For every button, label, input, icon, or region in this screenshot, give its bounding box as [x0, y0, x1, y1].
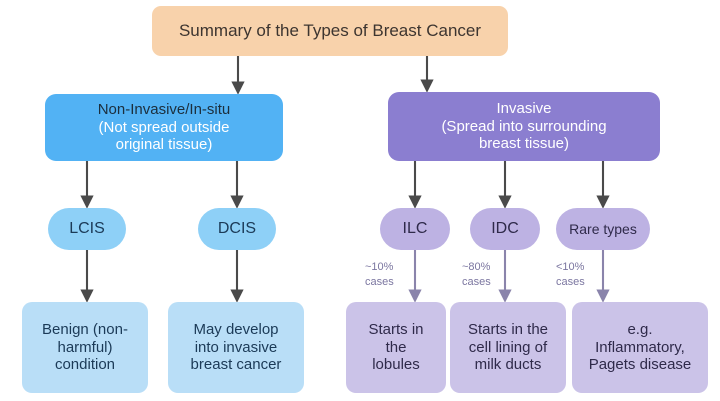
node-non-invasive: Non-Invasive/In-situ (Not spread outside…: [45, 94, 283, 161]
node-ilc-label: ILC: [402, 219, 428, 237]
node-rare-types-label: Rare types: [569, 220, 637, 237]
chart-title-text: Summary of the Types of Breast Cancer: [178, 20, 482, 40]
edge-label-ilc-prevalence: ~10% cases: [365, 261, 394, 288]
node-lcis-label: LCIS: [69, 219, 105, 237]
node-idc-outcome: Starts in the cell lining of milk ducts: [450, 302, 566, 393]
node-invasive: Invasive (Spread into surrounding breast…: [388, 92, 660, 161]
chart-title-box: Summary of the Types of Breast Cancer: [152, 6, 508, 56]
node-idc: IDC: [470, 208, 540, 250]
node-invasive-heading: Invasive: [496, 99, 552, 117]
edge-label-idc-prevalence: ~80% cases: [462, 261, 491, 288]
node-invasive-subtitle: (Spread into surrounding breast tissue): [441, 117, 607, 153]
node-dcis-outcome: May develop into invasive breast cancer: [168, 302, 304, 393]
node-dcis: DCIS: [198, 208, 276, 250]
node-idc-label: IDC: [491, 219, 519, 237]
node-rare-types: Rare types: [556, 208, 650, 250]
edge-label-rare-prevalence: <10% cases: [556, 261, 585, 288]
node-dcis-label: DCIS: [217, 219, 257, 237]
node-non-invasive-heading: Non-Invasive/In-situ: [97, 100, 231, 118]
node-lcis-outcome: Benign (non- harmful) condition: [22, 302, 148, 393]
node-ilc: ILC: [380, 208, 450, 250]
node-non-invasive-subtitle: (Not spread outside original tissue): [98, 118, 230, 154]
node-rare-types-outcome: e.g. Inflammatory, Pagets disease: [572, 302, 708, 393]
node-ilc-outcome: Starts in the lobules: [346, 302, 446, 393]
node-lcis: LCIS: [48, 208, 126, 250]
